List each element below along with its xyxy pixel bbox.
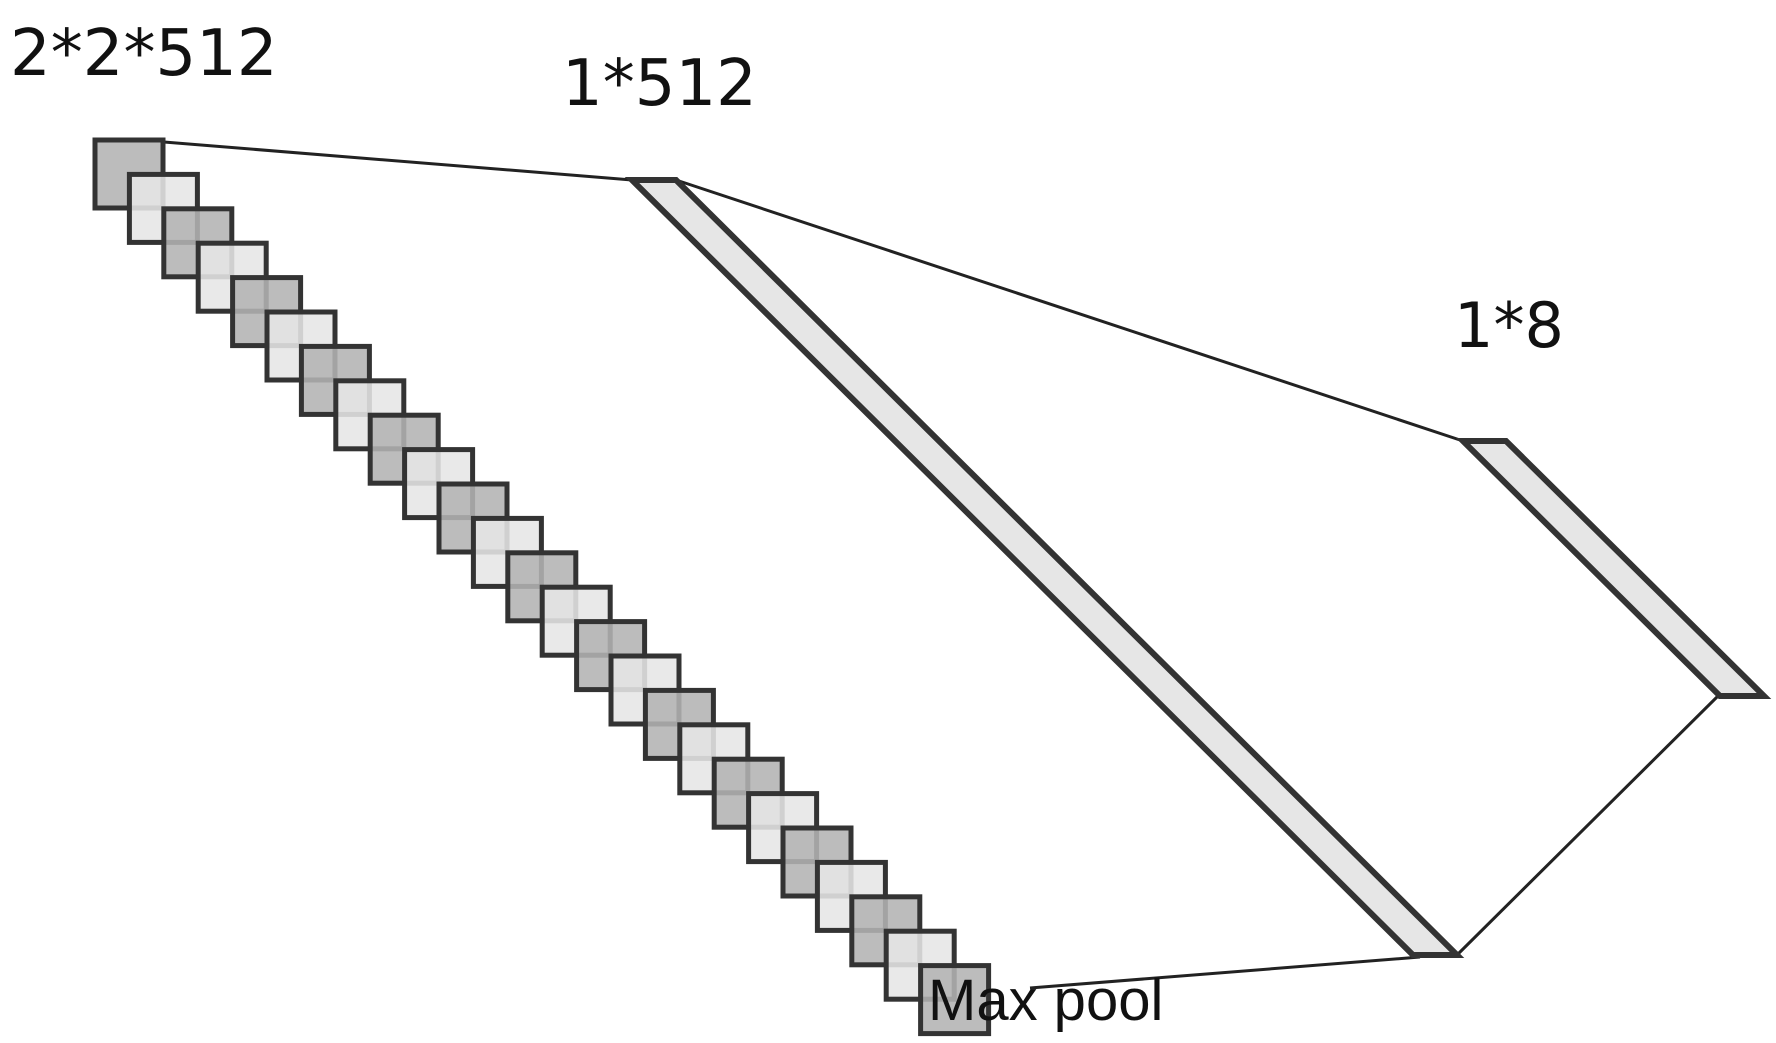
fc1-vector-bar bbox=[624, 177, 1465, 958]
input-feature-map-stack bbox=[92, 137, 992, 1037]
input-shape-label: 2*2*512 bbox=[10, 17, 278, 91]
feature-map-cell bbox=[918, 963, 992, 1037]
fc2-shape-label: 1*8 bbox=[1454, 289, 1564, 362]
connector-input-bottom-to-fc1 bbox=[1029, 955, 1421, 990]
connector-fc1-bottom-to-fc2 bbox=[1455, 692, 1722, 957]
fc2-vector-bar bbox=[1455, 438, 1772, 699]
max-pool-label: Max pool bbox=[928, 968, 1164, 1033]
connector-input-top-to-fc1 bbox=[163, 140, 633, 182]
connector-fc1-top-to-fc2 bbox=[675, 178, 1464, 443]
fc1-shape-label: 1*512 bbox=[562, 47, 757, 121]
